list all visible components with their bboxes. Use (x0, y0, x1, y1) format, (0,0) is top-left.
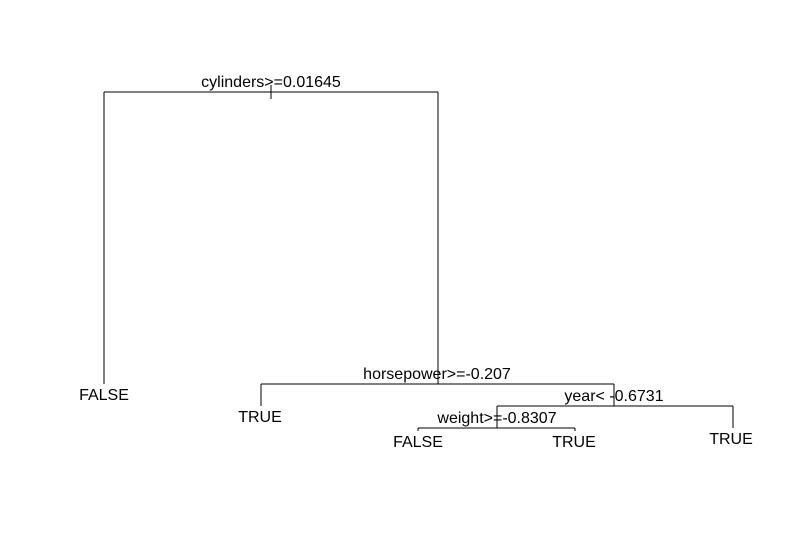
split-label-cylinders: cylinders>=0.01645 (201, 74, 341, 91)
leaf-label-weight-left: FALSE (393, 434, 443, 451)
leaf-label-root-left: FALSE (79, 387, 129, 404)
leaf-label-year-right: TRUE (709, 431, 753, 448)
split-label-year: year< -0.6731 (564, 388, 663, 405)
leaf-label-weight-right: TRUE (552, 434, 596, 451)
split-node-horsepower: horsepower>=-0.207 (260, 366, 615, 406)
leaf-label-horsepower-left: TRUE (238, 409, 282, 426)
split-node-weight: weight>=-0.8307 (417, 410, 576, 431)
split-node-cylinders: cylinders>=0.01645 (103, 74, 439, 384)
split-label-horsepower: horsepower>=-0.207 (363, 366, 511, 383)
split-node-year: year< -0.6731 (496, 388, 734, 428)
split-label-weight: weight>=-0.8307 (436, 410, 556, 427)
